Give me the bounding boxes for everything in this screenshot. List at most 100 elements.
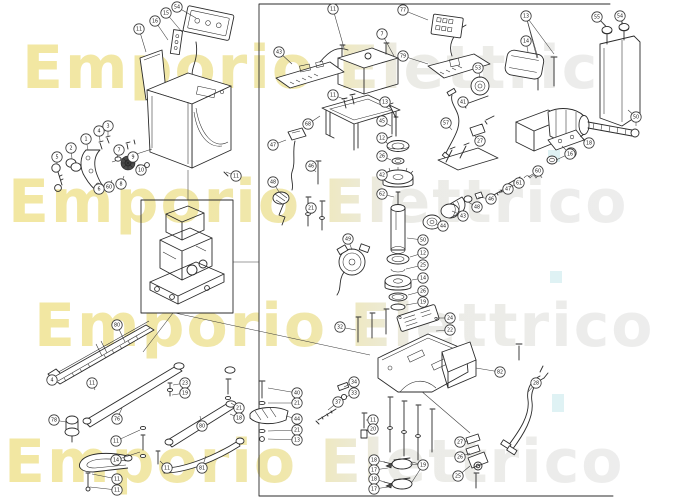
callout-circle bbox=[417, 259, 429, 271]
callout-circle bbox=[474, 135, 486, 147]
main-group-border bbox=[258, 3, 614, 497]
highlight-patch bbox=[550, 271, 562, 283]
callout-circle bbox=[110, 454, 122, 466]
callout-19: 19 bbox=[409, 459, 429, 471]
callout-number: 46 bbox=[488, 197, 494, 203]
callout-43: 43 bbox=[451, 210, 469, 222]
callout-55: 55 bbox=[591, 11, 607, 28]
wiring-cable bbox=[441, 87, 460, 161]
callout-circle bbox=[267, 139, 279, 151]
callout-number: 9 bbox=[131, 155, 134, 161]
callout-number: 13 bbox=[382, 100, 388, 106]
motor-assembly bbox=[463, 15, 641, 152]
callout-circle bbox=[160, 7, 172, 19]
callout-number: 49 bbox=[345, 237, 351, 243]
callout-43: 43 bbox=[273, 46, 293, 65]
callout-25: 25 bbox=[452, 465, 471, 482]
callout-circle bbox=[233, 412, 245, 424]
callout-circle bbox=[133, 23, 145, 35]
callout-circle bbox=[454, 436, 466, 448]
callout-81: 81 bbox=[196, 455, 208, 474]
callout-54: 54 bbox=[614, 10, 626, 26]
callout-circle bbox=[110, 435, 122, 447]
callout-number: 25 bbox=[420, 263, 426, 269]
callout-14: 14 bbox=[520, 35, 532, 53]
callout-number: 11 bbox=[114, 477, 120, 483]
callout-25: 25 bbox=[405, 259, 429, 271]
callout-11: 11 bbox=[89, 484, 123, 496]
callout-circle bbox=[80, 133, 92, 145]
callout-number: 77 bbox=[400, 8, 406, 14]
electronics-group bbox=[275, 13, 491, 95]
callout-circle bbox=[454, 451, 466, 463]
callout-circle bbox=[127, 151, 139, 163]
callout-number: 48 bbox=[270, 180, 276, 186]
callout-circle bbox=[273, 46, 285, 58]
callout-circle bbox=[86, 377, 98, 389]
callout-number: 4 bbox=[97, 129, 100, 135]
callout-circle bbox=[267, 176, 279, 188]
callout-circle bbox=[171, 1, 183, 13]
callout-number: 53 bbox=[475, 66, 481, 72]
callout-circle bbox=[135, 164, 147, 176]
callout-number: 13 bbox=[523, 14, 529, 20]
callout-number: 34 bbox=[351, 380, 357, 386]
callout-number: 81 bbox=[199, 466, 205, 472]
callout-circle bbox=[437, 220, 449, 232]
callout-circle bbox=[93, 183, 105, 195]
callout-number: 11 bbox=[89, 381, 95, 387]
callout-circle bbox=[379, 96, 391, 108]
base-plate-group bbox=[355, 308, 477, 461]
callout-number: 50 bbox=[420, 238, 426, 244]
callout-32: 32 bbox=[334, 321, 357, 333]
callout-circle bbox=[48, 414, 60, 426]
callout-number: 44 bbox=[440, 224, 446, 230]
callout-number: 46 bbox=[308, 164, 314, 170]
callout-number: 55 bbox=[594, 15, 600, 21]
callout-circle bbox=[305, 202, 317, 214]
callout-circle bbox=[113, 144, 125, 156]
callout-number: 40 bbox=[294, 391, 300, 397]
callout-60: 60 bbox=[103, 179, 115, 193]
callout-number: 62 bbox=[379, 192, 385, 198]
callout-13: 13 bbox=[267, 434, 303, 446]
callout-number: 11 bbox=[233, 174, 239, 180]
callout-number: 11 bbox=[330, 93, 336, 99]
callout-number: 22 bbox=[447, 328, 453, 334]
callout-80: 80 bbox=[196, 415, 208, 432]
callout-number: 26 bbox=[457, 455, 463, 461]
callout-21: 21 bbox=[230, 402, 245, 414]
callout-circle bbox=[376, 115, 388, 127]
callout-7: 7 bbox=[376, 28, 395, 57]
callout-62: 62 bbox=[376, 188, 395, 200]
callout-circle bbox=[614, 10, 626, 22]
callout-number: 82 bbox=[497, 370, 503, 376]
callout-number: 13 bbox=[294, 438, 300, 444]
callout-circle bbox=[444, 324, 456, 336]
callout-circle bbox=[302, 118, 314, 130]
callout-10: 10 bbox=[135, 164, 147, 176]
callout-circle bbox=[376, 188, 388, 200]
callout-21: 21 bbox=[268, 397, 303, 409]
callout-circle bbox=[591, 11, 603, 23]
callout-circle bbox=[196, 462, 208, 474]
callout-number: 14 bbox=[420, 276, 426, 282]
callout-11: 11 bbox=[110, 429, 141, 447]
cam-lever-group bbox=[249, 380, 350, 442]
callout-9: 9 bbox=[127, 151, 139, 163]
callout-7: 7 bbox=[113, 144, 125, 159]
callout-number: 2 bbox=[69, 146, 72, 152]
callout-24: 24 bbox=[436, 312, 456, 324]
callout-circle bbox=[305, 160, 317, 172]
callout-40: 40 bbox=[267, 387, 303, 399]
callout-circle bbox=[457, 210, 469, 222]
callout-number: 45 bbox=[379, 119, 385, 125]
callout-circle bbox=[452, 470, 464, 482]
callout-number: 14 bbox=[113, 458, 119, 464]
callout-47: 47 bbox=[267, 139, 287, 151]
callout-circle bbox=[93, 125, 105, 137]
callout-44: 44 bbox=[435, 220, 449, 232]
callout-44: 44 bbox=[285, 413, 303, 425]
callout-circle bbox=[327, 89, 339, 101]
